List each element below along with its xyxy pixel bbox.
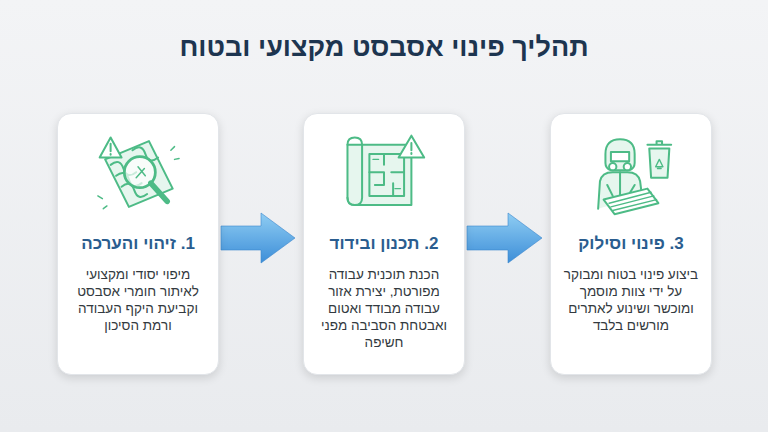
step-description: ביצוע פינוי בטוח ומבוקר על ידי צוות מוסמ… [561,266,701,334]
blueprint-icon [338,132,430,216]
inspection-icon [92,132,184,216]
step-card: 1. זיהוי והערכה מיפוי יסודי ומקצועי לאיתו… [57,113,219,375]
flow-arrow [467,213,542,263]
step-description: הכנת תוכנית עבודה מפורטת, יצירת אזור עבו… [314,266,454,351]
diagram-title: תהליך פינוי אסבסט מקצועי ובטוח [0,32,768,63]
step-card: 3. פינוי וסילוק ביצוע פינוי בטוח ומבוקר ע… [550,113,712,375]
removal-worker-icon [585,132,677,216]
step-heading: 2. תכנון ובידוד [330,234,439,254]
step-heading: 3. פינוי וסילוק [578,234,684,254]
step-heading: 1. זיהוי והערכה [81,234,195,254]
flow-arrow [221,213,295,263]
step-description: מיפוי יסודי ומקצועי לאיתור חומרי אסבסט ו… [68,266,208,334]
step-card: 2. תכנון ובידוד הכנת תוכנית עבודה מפורטת,… [303,113,465,375]
